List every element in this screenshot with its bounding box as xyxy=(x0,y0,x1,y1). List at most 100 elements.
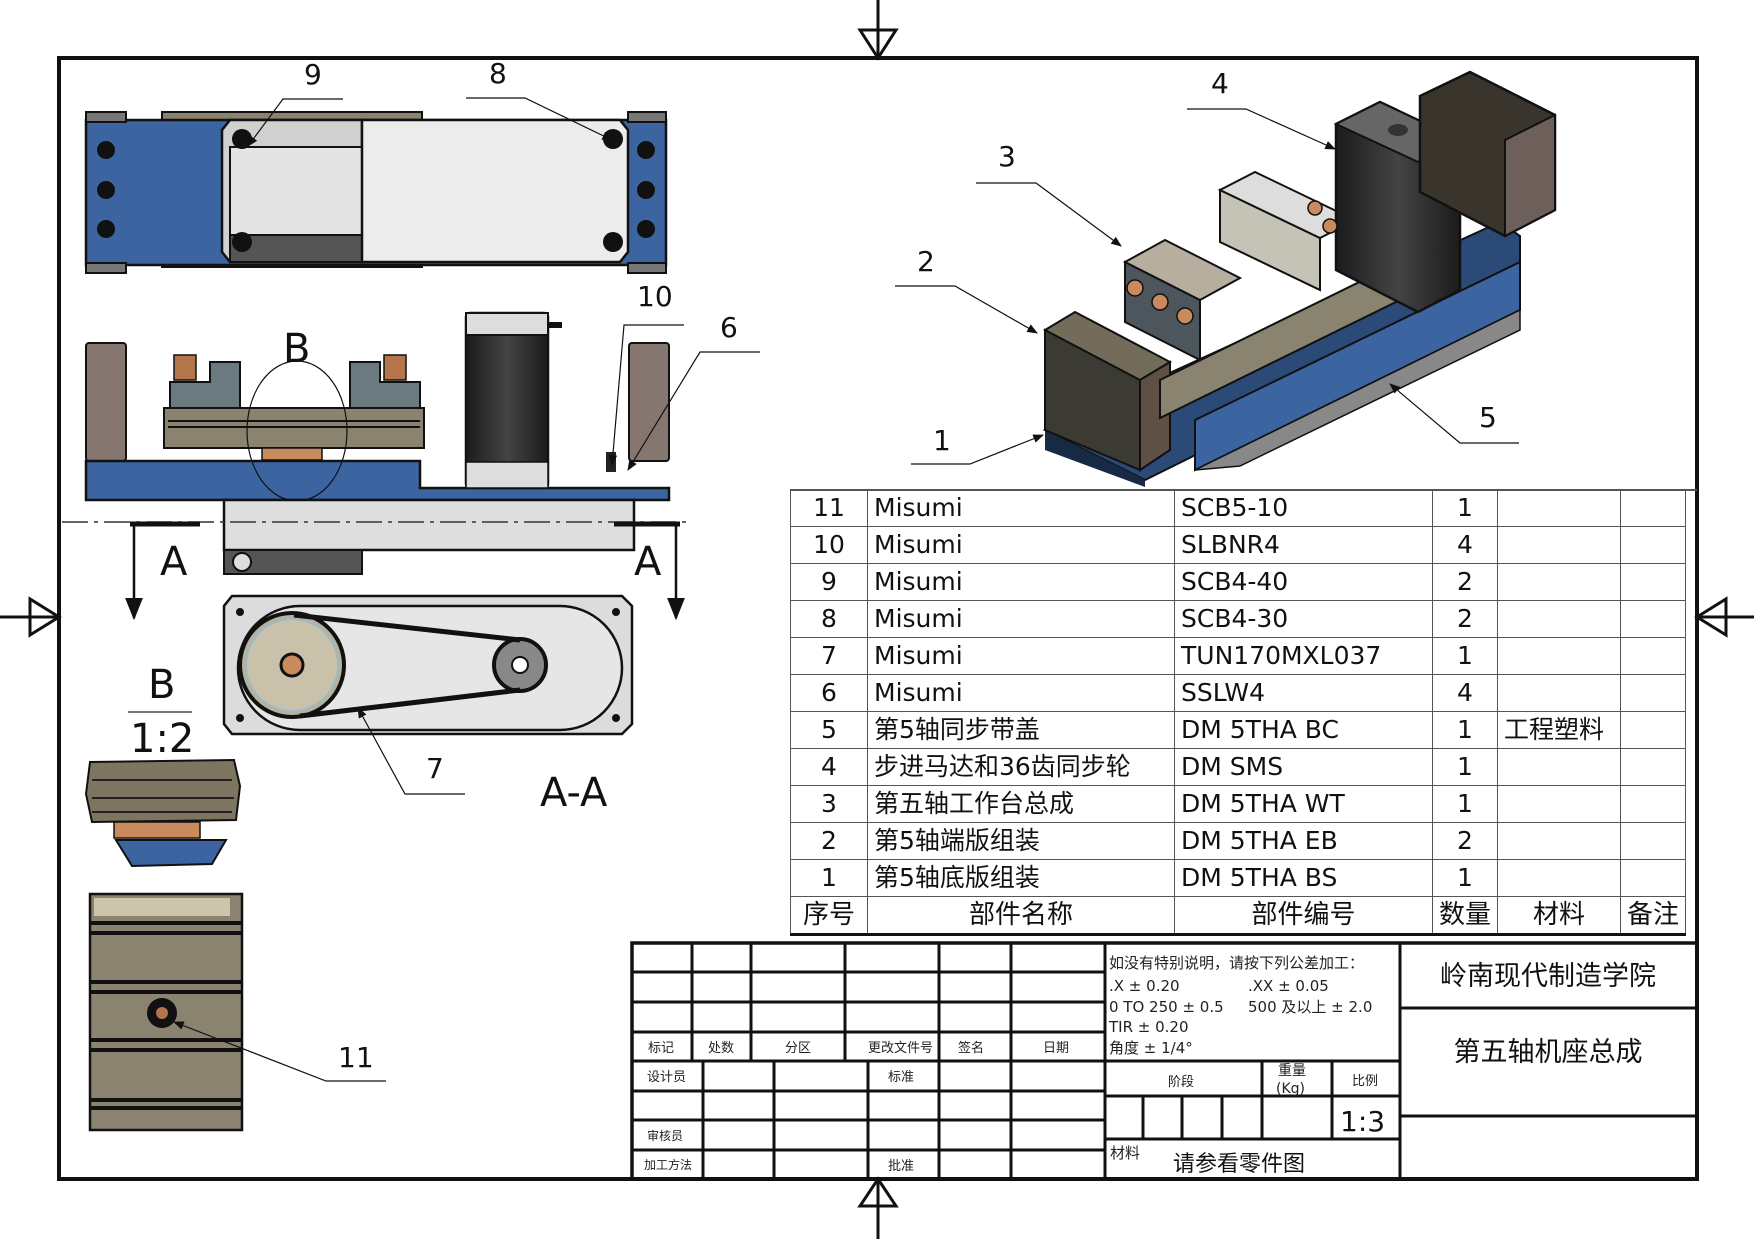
balloon-1: 1 xyxy=(933,424,951,457)
material-value: 请参看零件图 xyxy=(1173,1152,1305,1177)
bom-material: 工程塑料 xyxy=(1497,711,1622,749)
bom-material xyxy=(1497,822,1622,860)
tolerance-line-1b: .XX ± 0.05 xyxy=(1248,977,1329,995)
balloon-10: 10 xyxy=(637,280,673,313)
tolerance-line-3: TIR ± 0.20 xyxy=(1108,1018,1189,1036)
bom-row: 7 Misumi TUN170MXL037 1 xyxy=(790,637,1687,675)
balloon-11: 11 xyxy=(338,1041,374,1074)
bom-row: 9 Misumi SCB4-40 2 xyxy=(790,563,1687,601)
bom-item-number: 3 xyxy=(790,785,868,823)
signoff-standard: 标准 xyxy=(888,1070,914,1085)
tolerance-line-1a: .X ± 0.20 xyxy=(1109,977,1180,995)
bom-part-code: DM 5THA WT xyxy=(1174,785,1433,823)
bom-material xyxy=(1497,748,1622,786)
bom-part-code: SCB4-40 xyxy=(1174,563,1433,601)
balloon-7: 7 xyxy=(426,752,444,785)
bom-note xyxy=(1620,637,1687,675)
bom-note xyxy=(1620,859,1687,897)
centering-mark-top xyxy=(857,0,899,61)
bom-note xyxy=(1620,711,1687,749)
bom-part-code: DM 5THA BC xyxy=(1174,711,1433,749)
tolerance-note: 如没有特别说明，请按下列公差加工： .X ± 0.20 .XX ± 0.05 0… xyxy=(1108,954,1372,1057)
bom-header-code: 部件编号 xyxy=(1174,896,1433,936)
balloon-9: 9 xyxy=(304,58,322,91)
detail-view-b xyxy=(84,758,242,868)
balloon-5: 5 xyxy=(1479,401,1497,434)
rev-header-zone: 分区 xyxy=(785,1041,811,1056)
revision-headers: 标记 处数 分区 更改文件号 签名 日期 设计员 审核员 加工方法 标准 批准 xyxy=(644,1040,1069,1174)
stage-label: 阶段 xyxy=(1168,1075,1194,1090)
bom-header-note: 备注 xyxy=(1620,896,1687,936)
bom-item-number: 11 xyxy=(790,489,868,527)
bom-part-name: Misumi xyxy=(867,637,1175,675)
bom-part-code: SCB5-10 xyxy=(1174,489,1433,527)
bom-material xyxy=(1497,785,1622,823)
bom-item-number: 6 xyxy=(790,674,868,712)
bom-part-code: SLBNR4 xyxy=(1174,526,1433,564)
bom-quantity: 2 xyxy=(1431,600,1499,638)
bom-note xyxy=(1620,563,1687,601)
bom-item-number: 4 xyxy=(790,748,868,786)
balloon-3: 3 xyxy=(998,140,1016,173)
rev-header-change-no: 更改文件号 xyxy=(868,1041,933,1056)
bom-part-code: DM SMS xyxy=(1174,748,1433,786)
tolerance-line-2a: 0 TO 250 ± 0.5 xyxy=(1109,998,1224,1016)
bom-item-number: 2 xyxy=(790,822,868,860)
top-view xyxy=(84,111,668,274)
material-label: 材料 xyxy=(1110,1144,1140,1162)
bom-note xyxy=(1620,748,1687,786)
centering-mark-right xyxy=(1694,596,1754,638)
bom-item-number: 8 xyxy=(790,600,868,638)
bom-header-row: 序号 部件名称 部件编号 数量 材料 备注 xyxy=(790,896,1687,936)
rev-header-count: 处数 xyxy=(708,1041,734,1056)
bom-material xyxy=(1497,526,1622,564)
bom-header-qty: 数量 xyxy=(1431,896,1499,936)
bom-part-name: Misumi xyxy=(867,600,1175,638)
rev-header-mark: 标记 xyxy=(648,1041,674,1056)
balloon-6: 6 xyxy=(720,311,738,344)
bom-part-name: 第5轴端版组装 xyxy=(867,822,1175,860)
bom-material xyxy=(1497,563,1622,601)
bom-note xyxy=(1620,600,1687,638)
bom-material xyxy=(1497,600,1622,638)
bom-part-name: 第五轴工作台总成 xyxy=(867,785,1175,823)
institution-name: 岭南现代制造学院 xyxy=(1440,961,1656,992)
signoff-designer: 设计员 xyxy=(647,1070,686,1085)
bom-note xyxy=(1620,822,1687,860)
tolerance-heading: 如没有特别说明，请按下列公差加工： xyxy=(1109,954,1364,972)
bom-quantity: 2 xyxy=(1431,822,1499,860)
bom-quantity: 1 xyxy=(1431,637,1499,675)
bom-row: 11 Misumi SCB5-10 1 xyxy=(790,489,1687,527)
section-view-a-a xyxy=(222,594,634,736)
bom-part-code: TUN170MXL037 xyxy=(1174,637,1433,675)
bom-row: 2 第5轴端版组装 DM 5THA EB 2 xyxy=(790,822,1687,860)
rev-header-signature: 签名 xyxy=(958,1040,984,1056)
section-view-label: A-A xyxy=(540,770,608,816)
balloon-leaders xyxy=(172,97,1519,1082)
bom-part-code: DM 5THA BS xyxy=(1174,859,1433,897)
bom-material xyxy=(1497,859,1622,897)
balloon-2: 2 xyxy=(917,245,935,278)
bom-material xyxy=(1497,637,1622,675)
bom-item-number: 5 xyxy=(790,711,868,749)
balloon-4: 4 xyxy=(1211,67,1229,100)
bom-item-number: 10 xyxy=(790,526,868,564)
bom-part-name: Misumi xyxy=(867,674,1175,712)
bom-quantity: 1 xyxy=(1431,785,1499,823)
weight-unit: (Kg) xyxy=(1276,1081,1305,1097)
bom-table: 11 Misumi SCB5-10 1 10 Misumi SLBNR4 4 9… xyxy=(790,489,1687,936)
bom-part-name: 第5轴同步带盖 xyxy=(867,711,1175,749)
tolerance-line-4: 角度 ± 1/4° xyxy=(1109,1039,1193,1057)
balloon-labels: 1 2 3 4 5 6 7 8 9 10 11 xyxy=(304,57,1497,1074)
bom-material xyxy=(1497,489,1622,527)
front-view xyxy=(62,311,692,621)
bom-note xyxy=(1620,526,1687,564)
bom-quantity: 1 xyxy=(1431,859,1499,897)
bom-header-material: 材料 xyxy=(1497,896,1622,936)
signoff-reviewer: 审核员 xyxy=(647,1128,683,1143)
bom-row: 1 第5轴底版组装 DM 5THA BS 1 xyxy=(790,859,1687,897)
detail-scale-label: 1:2 xyxy=(130,716,194,762)
bom-top-rule xyxy=(790,489,1697,491)
signoff-approve: 批准 xyxy=(888,1159,914,1174)
